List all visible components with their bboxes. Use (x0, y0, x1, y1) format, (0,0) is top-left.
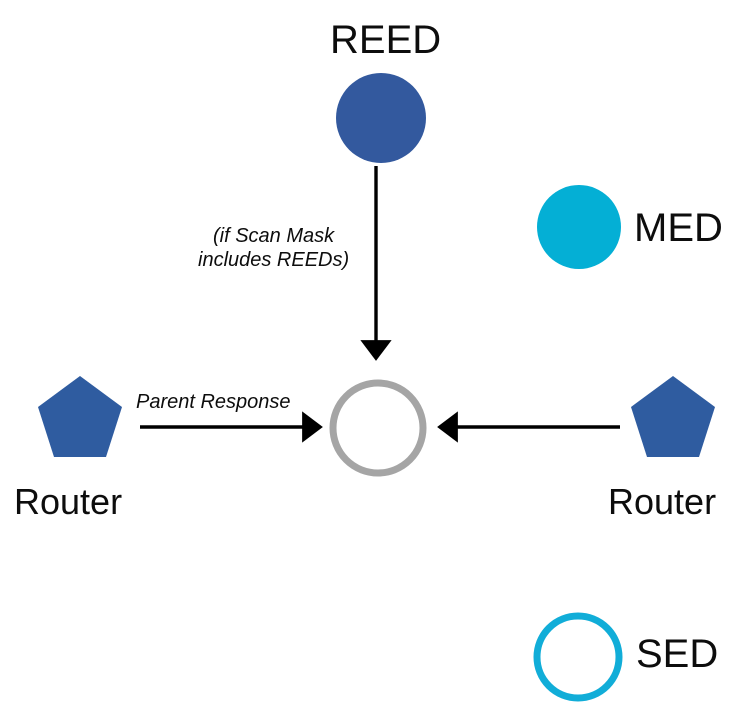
node-label-reed: REED (330, 18, 442, 62)
node-router-left[interactable] (38, 376, 122, 457)
node-center[interactable] (329, 379, 427, 477)
node-label-router-right: Router (608, 481, 717, 522)
edge-label-parent-response: Parent Response (136, 391, 291, 413)
edge-label-scan-mask-line1: (if Scan Mask (213, 225, 335, 247)
node-router-right[interactable] (631, 376, 715, 457)
node-reed[interactable] (336, 73, 426, 163)
node-label-med: MED (634, 206, 723, 250)
edge-label-scan-mask: (if Scan Mask includes REEDs) (198, 224, 349, 273)
node-med[interactable] (537, 185, 621, 269)
node-label-sed: SED (636, 632, 719, 676)
edge-label-scan-mask-line2: includes REEDs) (198, 249, 350, 272)
node-sed[interactable] (533, 612, 623, 702)
node-label-router-left: Router (14, 481, 123, 522)
